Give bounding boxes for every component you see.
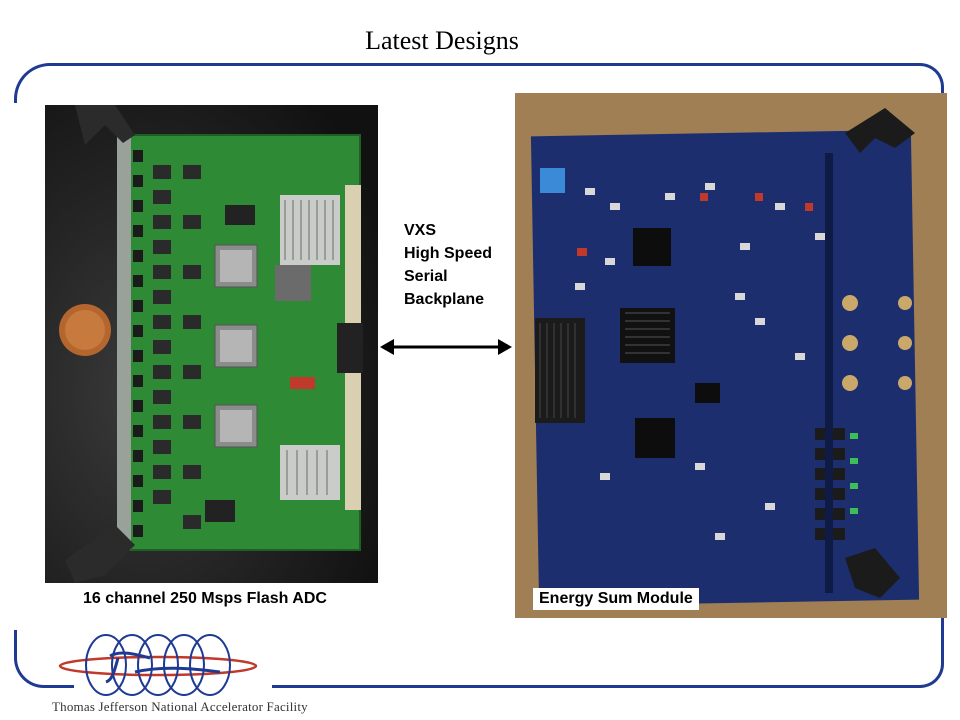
energy-sum-caption: Energy Sum Module	[533, 588, 699, 610]
backplane-label-line1: VXS	[404, 222, 437, 239]
energy-sum-board-photo	[515, 93, 947, 618]
adc-board-photo	[45, 105, 378, 583]
jefferson-lab-logo	[58, 634, 258, 696]
backplane-label-line2: High Speed	[404, 245, 493, 262]
backplane-label-line4: Backplane	[404, 291, 485, 308]
slide-title: Latest Designs	[365, 26, 519, 55]
lab-subtitle: Thomas Jefferson National Accelerator Fa…	[52, 699, 308, 714]
backplane-label-line3: Serial	[404, 268, 448, 285]
adc-caption: 16 channel 250 Msps Flash ADC	[83, 590, 327, 607]
double-arrow-icon	[380, 339, 512, 355]
frame-bottom-right	[272, 630, 944, 688]
backplane-label: VXS High Speed Serial Backplane	[404, 219, 492, 311]
frame-bottom-left	[14, 630, 74, 688]
